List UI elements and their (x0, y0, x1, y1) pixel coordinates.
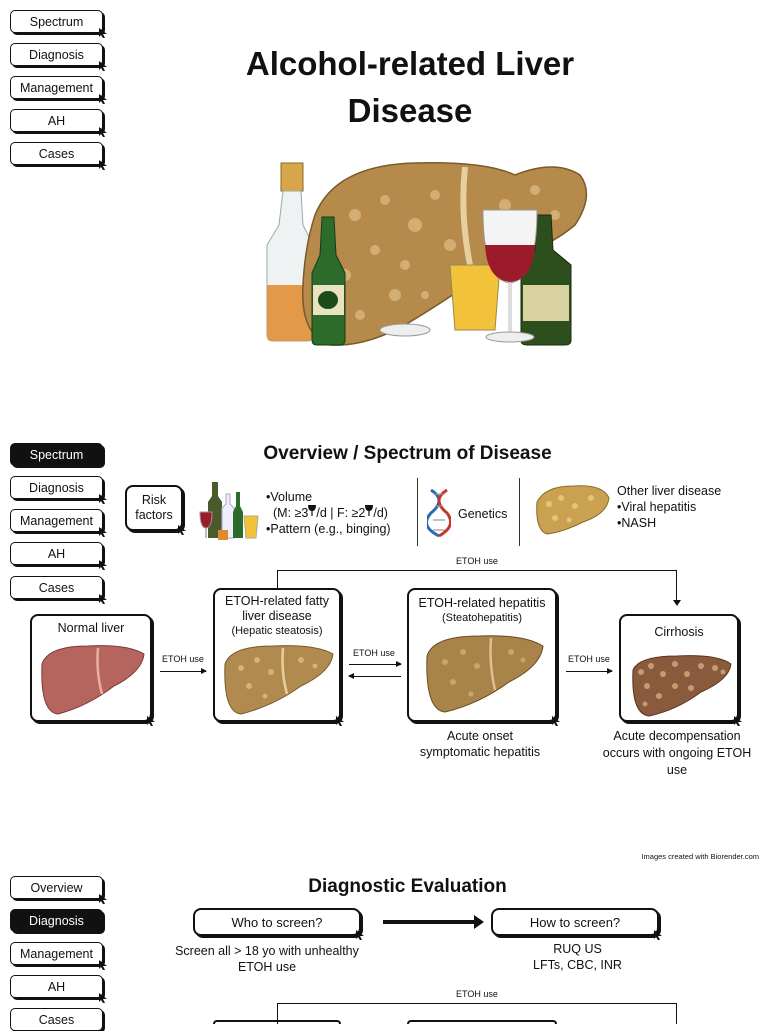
cursor-icon (552, 716, 560, 726)
cursor-icon (99, 28, 107, 38)
nav-ah[interactable]: AH (10, 975, 107, 1003)
slide-2-title: Overview / Spectrum of Disease (263, 443, 552, 464)
divider (417, 478, 418, 546)
cursor-icon (336, 716, 344, 726)
image-credit: Images created with Biorender.com (641, 852, 759, 861)
cursor-icon (178, 525, 186, 535)
cursor-icon (147, 716, 155, 726)
nav-cases[interactable]: Cases (10, 142, 107, 170)
nav-cases[interactable]: Cases (10, 1008, 103, 1031)
cursor-icon (99, 894, 107, 904)
connector-line (277, 1003, 278, 1024)
nav-spectrum[interactable]: Spectrum (10, 443, 103, 466)
arrow-left (348, 673, 401, 679)
cursor-icon (99, 594, 107, 604)
etoh-use-label: ETOH use (162, 654, 204, 664)
arrow-right (566, 668, 613, 674)
connector-line (277, 570, 278, 588)
fatty-liver-box[interactable]: ETOH-related fatty liver disease (Hepati… (213, 588, 344, 726)
who-to-screen-box[interactable]: Who to screen? (193, 908, 364, 940)
cirrhosis-liver-icon (632, 655, 732, 717)
etoh-use-label: ETOH use (456, 556, 498, 566)
etoh-use-label: ETOH use (353, 648, 395, 658)
risk-factors-box[interactable]: Risk factors (125, 485, 186, 535)
cursor-icon (99, 527, 107, 537)
nav-management[interactable]: Management (10, 509, 107, 537)
arrow-head (672, 600, 681, 606)
other-liver-disease: Other liver disease •Viral hepatitis •NA… (617, 484, 722, 530)
fatty-liver-small-icon (536, 485, 610, 535)
nav-ah[interactable]: AH (10, 542, 107, 570)
cirrhosis-note: Acute decompensation occurs with ongoing… (602, 729, 752, 777)
cursor-icon (99, 993, 107, 1003)
cursor-icon (99, 61, 107, 71)
divider (519, 478, 520, 546)
cursor-icon (654, 930, 662, 940)
cursor-icon (99, 127, 107, 137)
cursor-icon (99, 94, 107, 104)
slide-3-title: Diagnostic Evaluation (308, 876, 507, 897)
nav-diagnosis[interactable]: Diagnosis (10, 43, 107, 71)
arrow-right (349, 661, 402, 667)
nav-management[interactable]: Management (10, 76, 107, 104)
who-to-screen-note: Screen all > 18 yo with unhealthy ETOH u… (175, 944, 359, 974)
bold-arrow (383, 920, 478, 924)
nav-ah[interactable]: AH (10, 109, 107, 137)
how-to-screen-box[interactable]: How to screen? (491, 908, 662, 940)
cursor-icon (99, 560, 107, 570)
partial-box (407, 1020, 557, 1024)
cursor-icon (356, 930, 364, 940)
drinks-icon (199, 482, 259, 540)
etoh-use-label: ETOH use (568, 654, 610, 664)
cirrhosis-box[interactable]: Cirrhosis (619, 614, 742, 726)
cursor-icon (734, 716, 742, 726)
cursor-icon (99, 960, 107, 970)
hepatitis-note: Acute onset symptomatic hepatitis (419, 729, 541, 759)
arrow-right (160, 668, 207, 674)
etoh-use-label: ETOH use (456, 989, 498, 999)
nav-management[interactable]: Management (10, 942, 107, 970)
dna-icon (427, 488, 451, 538)
risk-factor-list: •Volume (M: ≥3/d | F: ≥2/d) •Pattern (e.… (266, 490, 391, 536)
cursor-icon (99, 160, 107, 170)
nav-overview[interactable]: Overview (10, 876, 107, 904)
how-to-screen-note: RUQ US LFTs, CBC, INR (533, 942, 622, 972)
slide-1-title: Alcohol-related Liver Disease (245, 45, 575, 129)
connector-line (676, 570, 677, 602)
connector-line (277, 570, 676, 571)
cursor-icon (99, 494, 107, 504)
nav-diagnosis[interactable]: Diagnosis (10, 909, 103, 932)
bold-arrow-head (474, 915, 484, 929)
hepatitis-box[interactable]: ETOH-related hepatitis (Steatohepatitis) (407, 588, 560, 726)
alcohol-liver-illustration (266, 162, 588, 346)
hepatitis-liver-icon (426, 635, 544, 713)
nav-spectrum[interactable]: Spectrum (10, 10, 107, 38)
wine-glass-icon (365, 505, 374, 516)
genetics-label: Genetics (458, 507, 508, 521)
nav-diagnosis[interactable]: Diagnosis (10, 476, 107, 504)
connector-line (277, 1003, 676, 1004)
partial-box (213, 1020, 341, 1024)
normal-liver-box[interactable]: Normal liver (30, 614, 155, 726)
connector-line (676, 1003, 677, 1024)
normal-liver-icon (41, 645, 145, 715)
fatty-liver-icon (224, 645, 334, 715)
wine-glass-icon (308, 505, 317, 516)
nav-cases[interactable]: Cases (10, 576, 107, 604)
